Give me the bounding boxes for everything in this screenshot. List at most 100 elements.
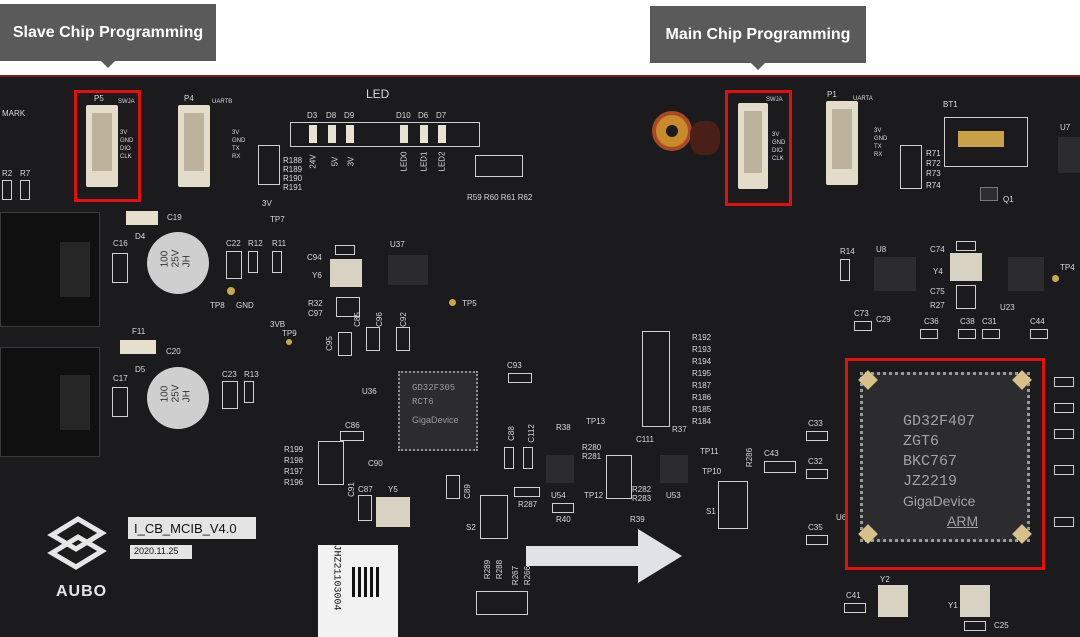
silk-c20: C20 <box>166 347 181 356</box>
p4-pin-2: GND <box>232 138 246 144</box>
silk-r267: R267 <box>511 565 521 586</box>
silk-y6: Y6 <box>312 271 322 280</box>
silk-c86: C86 <box>345 421 360 430</box>
silk-led1: LED1 <box>419 151 429 172</box>
silk-c44: C44 <box>1030 317 1045 326</box>
silk-r198: R198 <box>284 456 304 465</box>
silk-gnd: GND <box>236 301 254 310</box>
silk-r288: R288 <box>495 559 505 580</box>
battery-bt1 <box>944 117 1028 167</box>
diode-d5 <box>120 340 156 354</box>
silk-r38: R38 <box>556 423 571 432</box>
silk-tp13: TP13 <box>586 417 606 426</box>
p4-connector <box>178 105 210 187</box>
silk-r72: R72 <box>926 159 941 168</box>
qr-code-icon <box>352 567 382 597</box>
silk-c73: C73 <box>854 309 869 318</box>
p5-type: SWJA <box>118 99 135 105</box>
silk-c75: C75 <box>930 287 945 296</box>
silk-c94: C94 <box>307 253 322 262</box>
silk-s1: S1 <box>706 507 716 516</box>
aubo-brand: AUBO <box>56 583 108 600</box>
p1-connector <box>826 101 858 185</box>
silk-3v-led: 3V <box>346 156 356 167</box>
p1-type: UARTA <box>853 96 873 102</box>
silk-y5: Y5 <box>388 485 398 494</box>
crystal-y2 <box>878 585 908 617</box>
diode-d4 <box>126 211 158 225</box>
silk-c91: C91 <box>346 482 356 497</box>
silk-c111: C111 <box>636 435 654 444</box>
silk-u8: U8 <box>876 245 887 254</box>
silk-r37: R37 <box>672 425 687 434</box>
silk-r280: R280 <box>582 443 602 452</box>
silk-3vb: 3VB <box>270 320 286 329</box>
silk-f11: F11 <box>132 327 146 336</box>
silk-led0: LED0 <box>399 151 409 172</box>
silk-u53: U53 <box>666 491 681 500</box>
silk-c93: C93 <box>507 361 522 370</box>
silk-c85: C85 <box>352 312 362 327</box>
silk-r11: R11 <box>272 239 287 248</box>
silk-r27: R27 <box>930 301 945 310</box>
silk-r281: R281 <box>582 452 602 461</box>
silk-r282: R282 <box>632 485 652 494</box>
chip-u7 <box>1058 137 1080 173</box>
p1-pin-4: RX <box>874 152 883 158</box>
silk-c74: C74 <box>930 245 945 254</box>
silk-r283: R283 <box>632 494 652 503</box>
silk-c23: C23 <box>222 370 237 379</box>
silk-r192: R192 <box>692 333 712 342</box>
silk-d4: D4 <box>135 232 146 241</box>
main-chip-gd32f407: GD32F407 ZGT6 BKC767 JZ2219 GigaDevice A… <box>858 370 1032 544</box>
silk-tp4: TP4 <box>1060 263 1075 272</box>
main-swja-pin-2: GND <box>772 140 786 146</box>
silk-r187: R187 <box>692 381 712 390</box>
silk-r186: R186 <box>692 393 712 402</box>
silk-c38: C38 <box>960 317 975 326</box>
silk-u6: U6 <box>836 513 847 522</box>
p4-type: UARTB <box>212 99 233 105</box>
silk-r193: R193 <box>692 345 712 354</box>
resistor-column <box>642 331 670 427</box>
main-swja-pin-4: CLK <box>772 156 784 162</box>
silk-r188: R188 <box>283 156 303 165</box>
crystal-y4 <box>950 253 982 281</box>
silk-mark: MARK <box>2 109 26 118</box>
silk-r190: R190 <box>283 174 303 183</box>
serial-sticker: JHZ21103004 <box>318 545 398 637</box>
silk-d8: D8 <box>326 111 337 120</box>
silk-tp7: TP7 <box>270 215 285 224</box>
silk-c25: C25 <box>994 621 1009 630</box>
board-date-box: 2020.11.25 <box>130 545 192 559</box>
silk-y2: Y2 <box>880 575 890 584</box>
silk-r32: R32 <box>308 299 323 308</box>
silk-tp5: TP5 <box>462 299 477 308</box>
silk-u7: U7 <box>1060 123 1071 132</box>
silk-d7: D7 <box>436 111 447 120</box>
silk-c87: C87 <box>358 485 373 494</box>
silk-r194: R194 <box>692 357 712 366</box>
slave-chip-programming-callout: Slave Chip Programming <box>0 4 216 68</box>
crystal-y6 <box>330 259 362 287</box>
p5-connector <box>86 105 118 187</box>
silk-c90: C90 <box>368 459 383 468</box>
silk-tp11: TP11 <box>700 447 719 456</box>
silk-r7: R7 <box>20 169 31 178</box>
silk-c96: C96 <box>374 312 384 327</box>
silk-c112: C112 <box>526 424 536 443</box>
silk-24v: 24V <box>308 154 318 169</box>
silk-tp9: TP9 <box>282 329 297 338</box>
silk-r197: R197 <box>284 467 304 476</box>
silk-r12: R12 <box>248 239 263 248</box>
silk-r74: R74 <box>926 181 941 190</box>
silk-d9: D9 <box>344 111 355 120</box>
silk-r59-r62: R59 R60 R61 R62 <box>467 193 533 202</box>
silk-r286: R286 <box>745 447 755 468</box>
p1-pin-3: TX <box>874 144 882 150</box>
silk-u23: U23 <box>1000 303 1015 312</box>
silk-c19: C19 <box>167 213 182 222</box>
p5-pin-4: CLK <box>120 154 132 160</box>
silk-c92: C92 <box>398 312 408 327</box>
silk-r73: R73 <box>926 169 941 178</box>
